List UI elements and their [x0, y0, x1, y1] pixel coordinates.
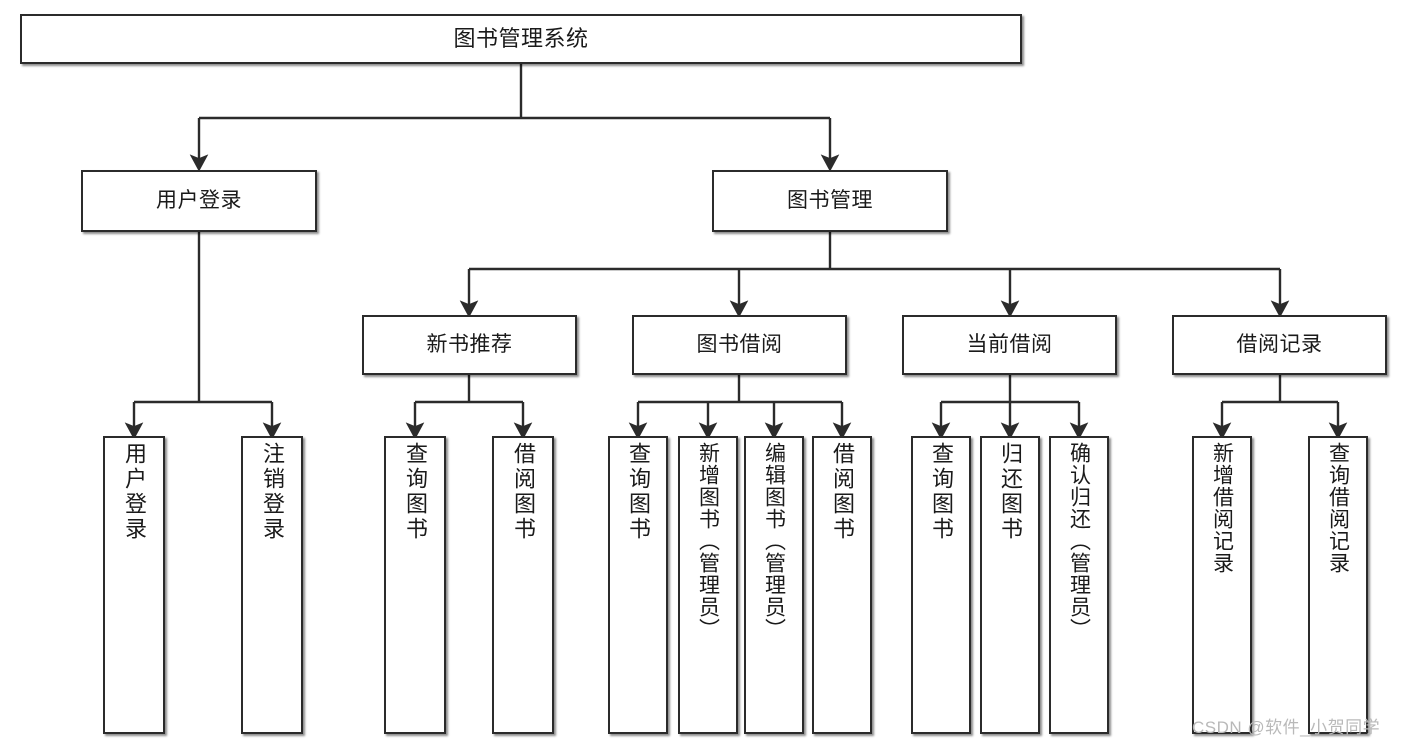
node-leaf-query-record-label: 查询借阅记录	[1326, 442, 1350, 574]
node-book-manage[interactable]: 图书管理	[712, 170, 948, 232]
node-borrow-record-label: 借阅记录	[1236, 332, 1323, 356]
node-new-book-recommend-label: 新书推荐	[426, 332, 513, 356]
node-book-manage-label: 图书管理	[787, 188, 873, 212]
node-leaf-query-book-3-label: 查询图书	[929, 442, 954, 542]
node-leaf-borrow-book-2-label: 借阅图书	[830, 442, 855, 542]
node-leaf-add-record[interactable]: 新增借阅记录	[1192, 436, 1252, 734]
node-leaf-query-book-2-label: 查询图书	[626, 442, 651, 542]
node-leaf-confirm-return-label: 确认归还（管理员）	[1067, 442, 1091, 640]
node-leaf-confirm-return[interactable]: 确认归还（管理员）	[1049, 436, 1109, 734]
node-borrow-record[interactable]: 借阅记录	[1172, 315, 1387, 375]
node-leaf-query-book-2[interactable]: 查询图书	[608, 436, 668, 734]
node-leaf-add-book-label: 新增图书（管理员）	[696, 442, 720, 640]
node-leaf-borrow-book-1[interactable]: 借阅图书	[492, 436, 554, 734]
node-user-login[interactable]: 用户登录	[81, 170, 317, 232]
node-leaf-borrow-book-2[interactable]: 借阅图书	[812, 436, 872, 734]
node-book-borrow[interactable]: 图书借阅	[632, 315, 847, 375]
node-leaf-query-book-3[interactable]: 查询图书	[911, 436, 971, 734]
node-leaf-edit-book[interactable]: 编辑图书（管理员）	[744, 436, 804, 734]
node-book-borrow-label: 图书借阅	[696, 332, 783, 356]
csdn-watermark: CSDN @软件_小贺同学	[1192, 718, 1381, 737]
node-new-book-recommend[interactable]: 新书推荐	[362, 315, 577, 375]
node-leaf-user-logout[interactable]: 注销登录	[241, 436, 303, 734]
node-leaf-user-logout-label: 注销登录	[260, 442, 285, 542]
node-leaf-query-book-1-label: 查询图书	[403, 442, 428, 542]
node-leaf-add-record-label: 新增借阅记录	[1210, 442, 1234, 574]
node-root[interactable]: 图书管理系统	[20, 14, 1022, 64]
node-leaf-user-login[interactable]: 用户登录	[103, 436, 165, 734]
node-current-borrow[interactable]: 当前借阅	[902, 315, 1117, 375]
node-root-label: 图书管理系统	[453, 26, 589, 52]
node-leaf-query-record[interactable]: 查询借阅记录	[1308, 436, 1368, 734]
node-user-login-label: 用户登录	[156, 188, 242, 212]
node-leaf-user-login-label: 用户登录	[122, 442, 147, 542]
node-leaf-query-book-1[interactable]: 查询图书	[384, 436, 446, 734]
node-leaf-return-book-label: 归还图书	[998, 442, 1023, 542]
node-leaf-borrow-book-1-label: 借阅图书	[511, 442, 536, 542]
node-leaf-return-book[interactable]: 归还图书	[980, 436, 1040, 734]
node-current-borrow-label: 当前借阅	[966, 332, 1053, 356]
node-leaf-edit-book-label: 编辑图书（管理员）	[762, 442, 786, 640]
node-leaf-add-book[interactable]: 新增图书（管理员）	[678, 436, 738, 734]
